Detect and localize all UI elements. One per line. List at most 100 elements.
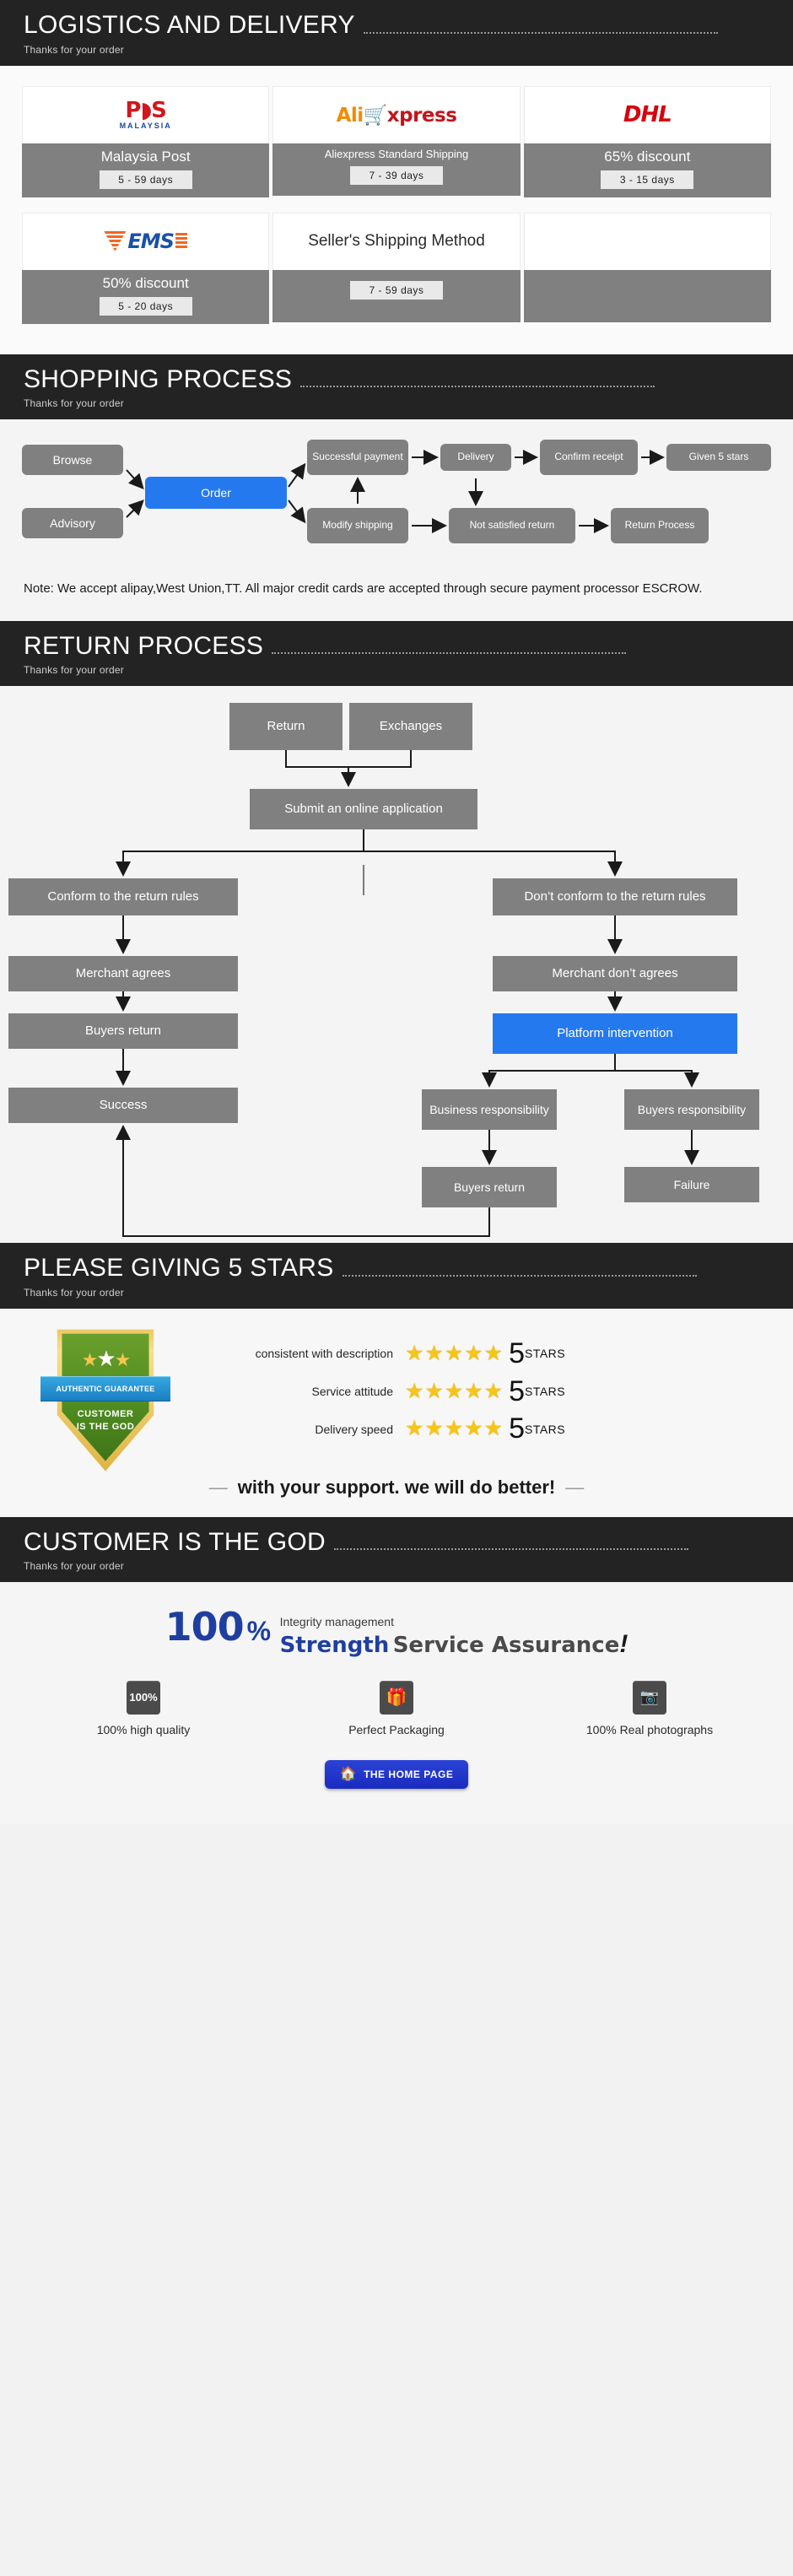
flow-node-buyers-return-2[interactable]: Buyers return <box>422 1167 557 1208</box>
ems-logo: EMS <box>22 212 270 270</box>
shipping-days-badge: 5 - 59 days <box>99 170 192 189</box>
percent-sign: % <box>246 1616 272 1647</box>
feature-label: 100% Real photographs <box>585 1722 714 1736</box>
dhl-logo-mark: DHL <box>623 102 672 127</box>
flow-node-merchant-agrees[interactable]: Merchant agrees <box>8 956 238 992</box>
flow-node-buyers-responsibility[interactable]: Buyers responsibility <box>624 1089 759 1131</box>
aliexpress-logo: Ali🛒xpress <box>272 85 521 143</box>
shipping-info: 50% discount 5 - 20 days <box>22 269 270 324</box>
flow-node-business-responsibility[interactable]: Business responsibility <box>422 1089 557 1131</box>
gift-box-icon: 🎁 <box>380 1680 413 1715</box>
flow-node-buyers-return[interactable]: Buyers return <box>8 1013 238 1050</box>
pos-malaysia-logo: P◗S MALAYSIA <box>22 85 270 143</box>
star-icons: ★★★★★ <box>405 1379 504 1403</box>
sellers-method-label: Seller's Shipping Method <box>308 232 485 251</box>
section-title: LOGISTICS AND DELIVERY <box>24 11 355 39</box>
product-description-page: LOGISTICS AND DELIVERY Thanks for your o… <box>0 0 793 1824</box>
shipping-days-badge: 3 - 15 days <box>601 170 694 189</box>
star-icons: ★★★★★ <box>405 1417 504 1441</box>
title-dotted-rule <box>272 652 627 655</box>
rating-suffix: STARS <box>524 1347 566 1361</box>
shipping-cell-seller-method: Seller's Shipping Method 7 - 59 days <box>272 212 521 324</box>
rating-number: 5 <box>509 1374 525 1407</box>
shipping-cell-malaysia-post: P◗S MALAYSIA Malaysia Post 5 - 59 days <box>22 85 270 197</box>
return-flow-connectors <box>116 750 699 1238</box>
home-icon: 🏠 <box>339 1766 358 1781</box>
shipping-method-name: 65% discount <box>604 148 691 165</box>
shipping-cell-aliexpress: Ali🛒xpress Aliexpress Standard Shipping … <box>272 85 521 197</box>
feature-label: 100% high quality <box>96 1722 191 1736</box>
flow-node-not-conform-rules[interactable]: Don’t conform to the return rules <box>493 878 737 916</box>
shipping-method-name: Malaysia Post <box>100 148 191 165</box>
section-header-stars: PLEASE GIVING 5 STARS Thanks for your or… <box>0 1243 793 1309</box>
badge-customer-text: CUSTOMER IS THE GOD <box>76 1408 135 1432</box>
flow-node-exchanges[interactable]: Exchanges <box>349 703 472 751</box>
flow-node-success[interactable]: Success <box>8 1088 238 1124</box>
flow-node-given-5-stars[interactable]: Given 5 stars <box>666 444 771 472</box>
ems-triangle-icon <box>104 231 127 252</box>
authentic-guarantee-shield-icon: ★★★ AUTHENTIC GUARANTEE CUSTOMER IS THE … <box>40 1324 170 1472</box>
service-assurance-text: Service Assurance <box>392 1632 620 1658</box>
section-subtitle: Thanks for your order <box>24 664 124 677</box>
section-header-customer: CUSTOMER IS THE GOD Thanks for your orde… <box>0 1516 793 1583</box>
home-page-button[interactable]: 🏠 THE HOME PAGE <box>324 1759 469 1789</box>
camera-icon: 📷 <box>633 1680 666 1715</box>
rating-number: 5 <box>509 1412 525 1445</box>
rating-rows: consistent with description ★★★★★ 5 STAR… <box>211 1339 793 1454</box>
left-dash: — <box>208 1476 228 1498</box>
flow-node-not-satisfied-return[interactable]: Not satisfied return <box>449 508 575 544</box>
shipping-row: P◗S MALAYSIA Malaysia Post 5 - 59 days A… <box>22 85 771 197</box>
shipping-info: 7 - 59 days <box>272 269 521 322</box>
rating-row: Delivery speed ★★★★★ 5 STARS <box>211 1412 793 1445</box>
flow-node-order[interactable]: Order <box>145 477 287 510</box>
rating-label: Service attitude <box>311 1385 394 1399</box>
home-button-wrap: 🏠 THE HOME PAGE <box>0 1759 793 1817</box>
flow-node-conform-rules[interactable]: Conform to the return rules <box>8 878 238 916</box>
shopping-process-flowchart: Browse Advisory Order Successful payment… <box>0 419 793 572</box>
section-subtitle: Thanks for your order <box>24 43 124 56</box>
shipping-info: Malaysia Post 5 - 59 days <box>22 143 270 197</box>
aliexpress-logo-xpress: xpress <box>386 104 457 127</box>
flow-node-successful-payment[interactable]: Successful payment <box>307 440 408 476</box>
section-title: SHOPPING PROCESS <box>24 365 293 393</box>
flow-node-delivery[interactable]: Delivery <box>440 444 511 472</box>
feature-label: Perfect Packaging <box>348 1722 445 1736</box>
section-header-returns: RETURN PROCESS Thanks for your order <box>0 620 793 687</box>
section-title: PLEASE GIVING 5 STARS <box>24 1254 334 1283</box>
exclamation-mark: ! <box>619 1629 628 1658</box>
flow-node-confirm-receipt[interactable]: Confirm receipt <box>540 440 638 476</box>
percent-value: 100 <box>165 1604 245 1650</box>
payment-note: Note: We accept alipay,West Union,TT. Al… <box>0 571 793 621</box>
flow-node-advisory[interactable]: Advisory <box>22 508 123 539</box>
shipping-cell-dhl: DHL 65% discount 3 - 15 days <box>523 85 771 197</box>
flow-node-submit-application[interactable]: Submit an online application <box>250 789 477 830</box>
shipping-days-badge: 5 - 20 days <box>99 296 192 316</box>
strength-text: Strength <box>279 1632 390 1658</box>
flow-node-return[interactable]: Return <box>229 703 343 751</box>
shipping-days-badge: 7 - 39 days <box>349 166 443 186</box>
section-title: RETURN PROCESS <box>24 631 264 660</box>
guarantee-headline: 100% Integrity management Strength Servi… <box>165 1604 628 1659</box>
rating-suffix: STARS <box>524 1385 566 1399</box>
flow-node-browse[interactable]: Browse <box>22 445 123 476</box>
flow-node-merchant-dont-agree[interactable]: Merchant don’t agrees <box>493 956 737 992</box>
section-header-logistics: LOGISTICS AND DELIVERY Thanks for your o… <box>0 0 793 66</box>
shipping-cell-ems: EMS 50% discount 5 - 20 days <box>22 212 270 324</box>
flow-node-platform-intervention[interactable]: Platform intervention <box>493 1013 737 1055</box>
star-icons: ★★★★★ <box>405 1341 504 1365</box>
empty-info-slot <box>523 269 771 322</box>
title-dotted-rule <box>300 386 655 388</box>
shipping-method-name: Aliexpress Standard Shipping <box>324 147 469 160</box>
section-title: CUSTOMER IS THE GOD <box>24 1527 326 1556</box>
flow-node-modify-shipping[interactable]: Modify shipping <box>307 508 408 544</box>
shipping-cell-empty <box>523 212 771 324</box>
feature-high-quality: 100% 100% high quality <box>63 1680 224 1736</box>
flow-node-return-process[interactable]: Return Process <box>611 508 709 544</box>
guarantee-section: 100% Integrity management Strength Servi… <box>0 1582 793 1824</box>
section-subtitle: Thanks for your order <box>24 1286 124 1299</box>
flow-node-failure[interactable]: Failure <box>624 1167 759 1203</box>
percent-badge-icon: 100% <box>127 1680 160 1715</box>
section-header-shopping: SHOPPING PROCESS Thanks for your order <box>0 354 793 420</box>
rating-label: Delivery speed <box>315 1422 393 1436</box>
home-button-label: THE HOME PAGE <box>364 1768 454 1780</box>
